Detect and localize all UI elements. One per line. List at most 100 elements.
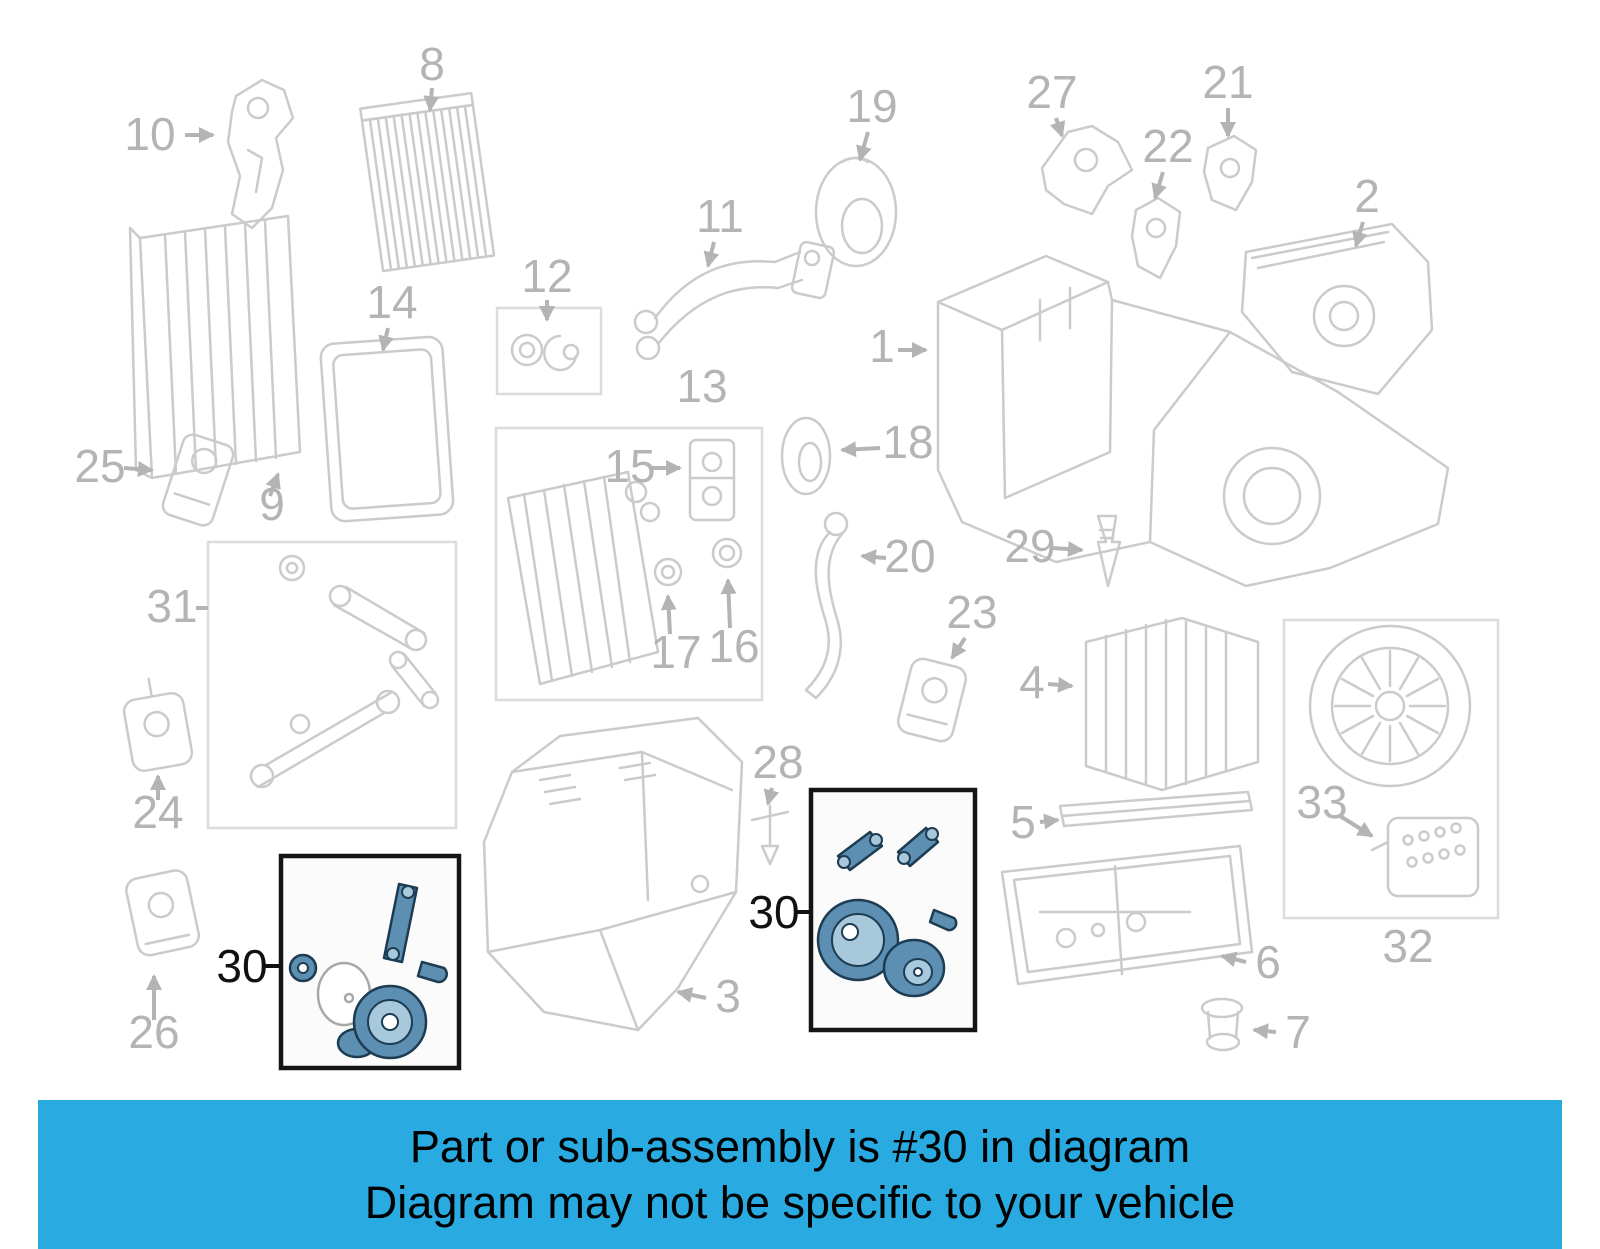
callout-14-label: 14 (366, 276, 417, 328)
part-20-pipe (804, 511, 849, 700)
callout-31-label: 31 (146, 580, 197, 632)
banner-line-1: Part or sub-assembly is #30 in diagram (409, 1121, 1191, 1172)
part-32-blower-assembly (1282, 618, 1500, 920)
highlight-box-left (278, 853, 462, 1071)
callout-16: 16 (708, 578, 760, 672)
part-28-screw (750, 804, 790, 866)
part-11-pipes (633, 240, 836, 361)
callout-26: 26 (128, 974, 180, 1058)
part-26-actuator (125, 869, 201, 957)
callout-23-label: 23 (946, 586, 997, 638)
callout-2: 2 (1352, 170, 1380, 248)
callout-5-label: 5 (1010, 796, 1036, 848)
part-12-grommet-set (495, 306, 603, 396)
part-30-lever (382, 882, 419, 964)
callout-20: 20 (860, 530, 936, 582)
part-23-actuator (896, 657, 968, 743)
part-4-cabin-filter (1084, 616, 1260, 792)
part-22-bracket (1130, 196, 1182, 280)
callout-29: 29 (1004, 520, 1084, 572)
part-29-sensor (1096, 514, 1122, 588)
callout-3-label: 3 (715, 970, 741, 1022)
callout-30-right: 30 (748, 886, 811, 938)
part-15-expansion-valve (688, 438, 736, 522)
callout-9: 9 (259, 472, 285, 530)
callout-24: 24 (132, 774, 184, 838)
callout-29-label: 29 (1004, 520, 1055, 572)
callout-30-right-label: 30 (748, 886, 799, 938)
banner-line-2: Diagram may not be specific to your vehi… (364, 1176, 1236, 1228)
callout-6: 6 (1220, 936, 1281, 988)
callout-10-label: 10 (124, 108, 175, 160)
callout-30-left-label: 30 (216, 940, 267, 992)
callout-27-label: 27 (1026, 66, 1077, 118)
callout-3: 3 (676, 970, 741, 1022)
callout-12: 12 (521, 250, 573, 322)
callout-6-label: 6 (1255, 936, 1281, 988)
callout-33-label: 33 (1296, 776, 1347, 828)
callout-28-label: 28 (752, 736, 803, 788)
callout-22: 22 (1142, 120, 1194, 200)
part-13-evaporator-assembly (494, 426, 764, 702)
callout-4-label: 4 (1019, 656, 1045, 708)
part-30-cam-pulley (336, 984, 428, 1060)
parts-diagram: 8 10 19 27 21 22 2 11 12 14 1 13 25 9 15… (74, 38, 1500, 1071)
part-30-clip (928, 908, 958, 932)
callout-13: 13 (676, 360, 727, 412)
callout-7: 7 (1252, 1006, 1311, 1058)
callout-32-label: 32 (1382, 920, 1433, 972)
callout-17-label: 17 (650, 626, 701, 678)
callout-18: 18 (840, 416, 934, 468)
part-7-plug (1200, 997, 1244, 1052)
part-5-seal-strip (1058, 790, 1254, 828)
callout-1-label: 1 (869, 320, 895, 372)
part-21-bracket (1202, 134, 1258, 212)
part-27-bracket (1040, 124, 1134, 216)
part-2-intake-housing (1240, 222, 1434, 396)
callout-17: 17 (650, 594, 702, 678)
callout-7-label: 7 (1285, 1006, 1311, 1058)
part-8-heater-core (359, 91, 496, 273)
part-18-grommet (780, 416, 832, 496)
callout-15: 15 (604, 440, 682, 492)
callout-25-label: 25 (74, 440, 125, 492)
callout-23: 23 (946, 586, 998, 660)
part-30-lever-a (836, 830, 884, 872)
callout-11-label: 11 (696, 190, 744, 242)
part-3-lower-case (482, 716, 744, 1032)
callout-31: 31 (146, 580, 208, 632)
callout-32: 32 (1382, 920, 1433, 972)
callout-2-label: 2 (1354, 170, 1380, 222)
part-14-seal-frame (319, 335, 455, 523)
callout-14: 14 (366, 276, 418, 352)
part-10-bracket (226, 78, 295, 230)
part-30-cam (882, 938, 946, 998)
callout-33: 33 (1296, 776, 1374, 838)
callout-20-label: 20 (884, 530, 935, 582)
part-31-link-assembly (206, 540, 458, 830)
part-30-nut (288, 953, 318, 983)
part-30-clip (416, 960, 448, 984)
callout-8: 8 (419, 38, 445, 112)
callout-21-label: 21 (1202, 56, 1253, 108)
callout-30-left: 30 (216, 940, 281, 992)
part-25-receiver-drier (161, 433, 235, 527)
callout-27: 27 (1026, 66, 1078, 138)
callout-12-label: 12 (521, 250, 572, 302)
part-1-main-case (936, 254, 1450, 588)
info-banner: Part or sub-assembly is #30 in diagram D… (38, 1100, 1562, 1249)
callout-21: 21 (1202, 56, 1254, 138)
callout-1: 1 (869, 320, 928, 372)
part-24-actuator (122, 677, 194, 773)
callout-19: 19 (846, 80, 898, 162)
callout-18-label: 18 (882, 416, 933, 468)
callout-5: 5 (1010, 796, 1060, 848)
highlight-box-right (808, 787, 978, 1033)
callout-4: 4 (1019, 656, 1074, 708)
callout-10: 10 (124, 108, 215, 160)
part-6-tray (1000, 844, 1254, 986)
part-19-grommet (814, 156, 898, 268)
callout-25: 25 (74, 440, 154, 492)
part-33-connector (1370, 816, 1480, 898)
